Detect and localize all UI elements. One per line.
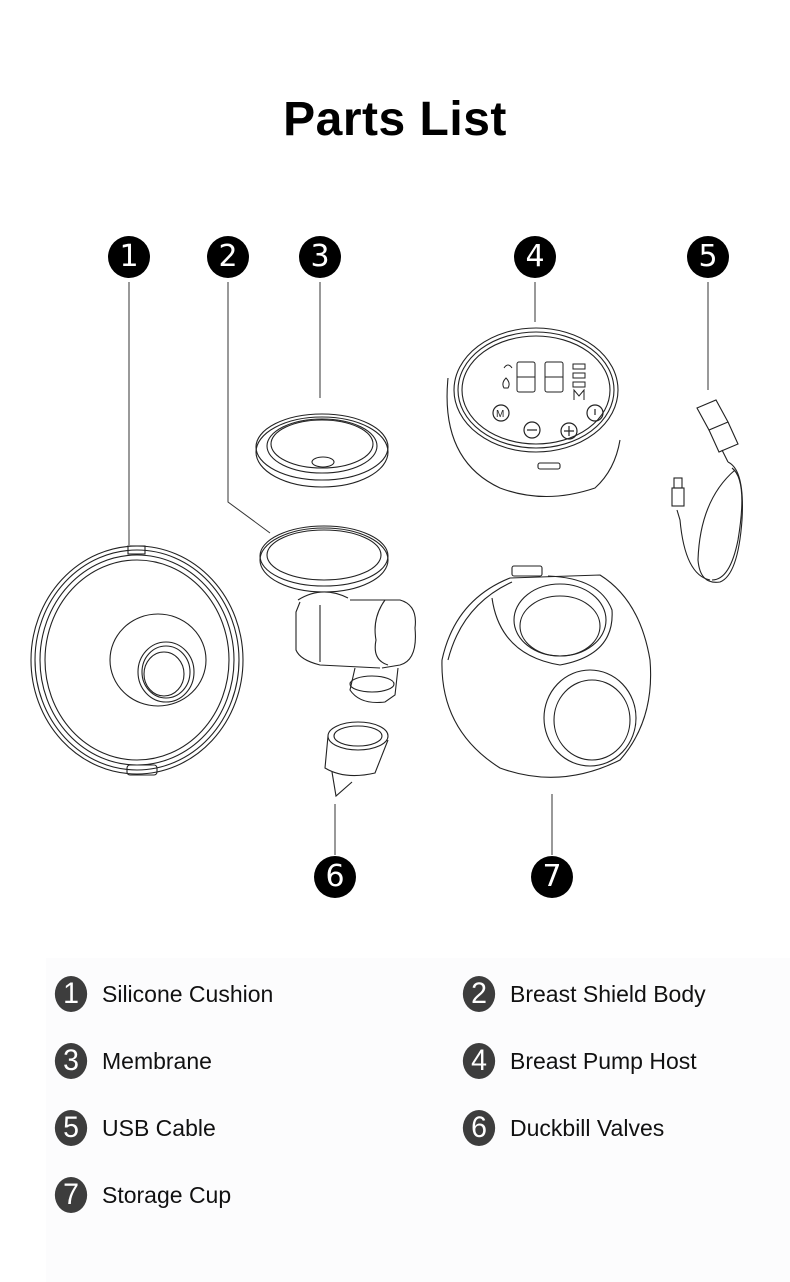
leader-lines (128, 282, 709, 855)
legend-item-membrane: 3 Membrane (54, 1041, 212, 1081)
legend-number-badge: 4 (462, 1043, 496, 1079)
legend-number-badge: 6 (462, 1110, 496, 1146)
callout-badge-7: 7 (531, 856, 573, 898)
breast-shield-body-drawing (259, 525, 416, 704)
legend-label: Storage Cup (102, 1181, 232, 1208)
parts-legend: 1 Silicone Cushion 2 Breast Shield Body … (46, 958, 790, 1282)
callout-badge-2: 2 (207, 236, 249, 278)
legend-number-badge: 7 (54, 1177, 88, 1213)
legend-item-breast-pump-host: 4 Breast Pump Host (462, 1041, 697, 1081)
legend-number-badge: 1 (54, 976, 88, 1012)
svg-text:M: M (496, 409, 504, 420)
parts-illustration: M (30, 282, 743, 855)
legend-label: Duckbill Valves (510, 1114, 665, 1141)
legend-label: Breast Pump Host (510, 1047, 697, 1074)
legend-number-badge: 2 (462, 976, 496, 1012)
legend-label: USB Cable (102, 1114, 216, 1141)
legend-label: Silicone Cushion (102, 980, 274, 1007)
legend-label: Membrane (102, 1047, 212, 1074)
legend-item-silicone-cushion: 1 Silicone Cushion (54, 974, 273, 1014)
silicone-cushion-drawing (30, 545, 244, 776)
storage-cup-drawing (441, 565, 652, 778)
legend-label: Breast Shield Body (510, 980, 706, 1007)
exploded-parts-diagram: M 1 2 3 4 5 6 7 (30, 236, 743, 898)
callout-badge-3: 3 (299, 236, 341, 278)
callout-badge-6: 6 (314, 856, 356, 898)
page-title: Parts List (283, 93, 507, 146)
membrane-drawing (255, 413, 389, 488)
legend-number-badge: 5 (54, 1110, 88, 1146)
legend-item-duckbill-valves: 6 Duckbill Valves (462, 1108, 664, 1148)
legend-number-badge: 3 (54, 1043, 88, 1079)
breast-pump-host-drawing: M (446, 327, 621, 498)
legend-item-storage-cup: 7 Storage Cup (54, 1175, 231, 1215)
legend-item-breast-shield-body: 2 Breast Shield Body (462, 974, 706, 1014)
callout-badge-1: 1 (108, 236, 150, 278)
usb-cable-drawing (671, 399, 743, 583)
callout-badge-5: 5 (687, 236, 729, 278)
legend-item-usb-cable: 5 USB Cable (54, 1108, 216, 1148)
callout-badge-4: 4 (514, 236, 556, 278)
duckbill-valve-drawing (324, 721, 389, 798)
